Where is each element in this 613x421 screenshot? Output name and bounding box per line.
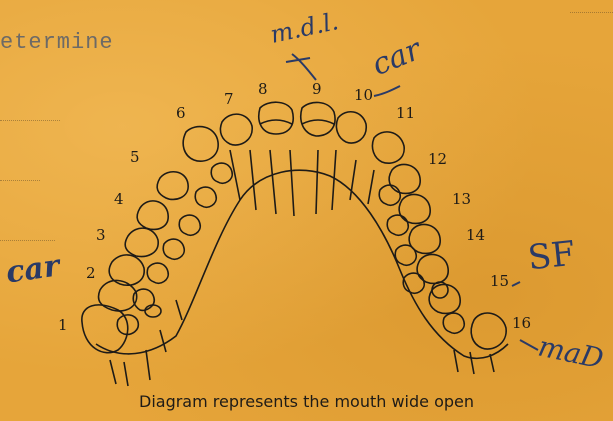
annotation-sf: SF [526,234,577,279]
annotation-car-left: car [4,248,62,290]
diagram-caption: Diagram represents the mouth wide open [0,392,613,411]
